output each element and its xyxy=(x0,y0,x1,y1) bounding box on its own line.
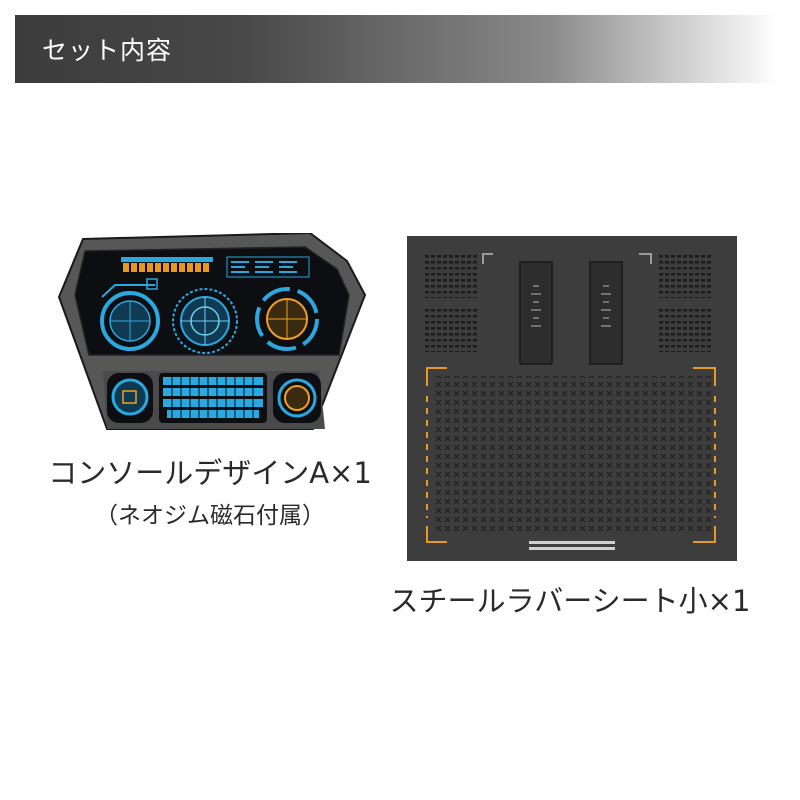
console-design-image xyxy=(57,233,367,430)
section-header: セット内容 xyxy=(15,15,778,83)
console-subcaption: （ネオジム磁石付属） xyxy=(95,503,325,529)
section-title: セット内容 xyxy=(42,36,173,65)
console-caption: コンソールデザインA×1 xyxy=(48,456,372,490)
sheet-caption: スチールラバーシート小×1 xyxy=(389,584,751,618)
steel-rubber-sheet-image xyxy=(407,236,737,561)
